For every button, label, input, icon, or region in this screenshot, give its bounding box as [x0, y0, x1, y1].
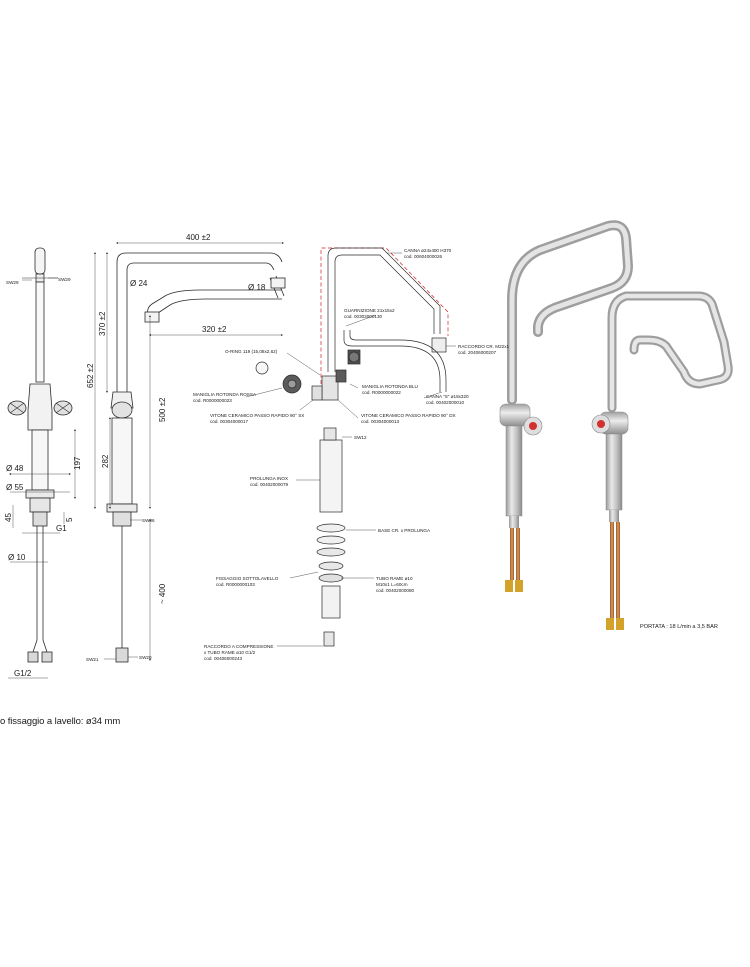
part-guarnizione-name: GUARNIZIONE 21x15x2	[344, 308, 395, 313]
part-vitone-dx-name: VITONE CERAMICO PASSO RAPIDO 90° DX	[361, 413, 456, 418]
right-handle-front	[53, 400, 73, 416]
part-tubo-line2: M10x1 L=60cm	[376, 582, 408, 587]
dim-dia-55: Ø 55	[6, 483, 24, 492]
dim-thread-g1: G1	[56, 524, 67, 533]
part-maniglia-rossa-code: cod. R0000000023	[193, 398, 232, 403]
part-canna-s-code: cod. 00402000010	[426, 400, 465, 405]
dim-height-370: 370 ±2	[98, 311, 107, 336]
flow-rate-note: PORTATA : 18 L/min a 3,5 BAR	[640, 624, 718, 630]
part-maniglia-blu-name: MANIGLIA ROTONDA BLU	[362, 384, 418, 389]
dim-dia-24: Ø 24	[130, 279, 148, 288]
exploded-handle-red	[282, 374, 302, 394]
part-canna-s-name: CANNA "S" ø18x320	[426, 394, 469, 399]
sw29-right-label: SW29	[58, 277, 71, 282]
dim-height-5: 5	[65, 517, 74, 522]
dim-dia-48: Ø 48	[6, 464, 24, 473]
part-raccordo-cr-code: cod. 20406000207	[458, 350, 497, 355]
part-prolunga-name: PROLUNGA INOX	[250, 476, 288, 481]
part-vitone-sx-name: VITONE CERAMICO PASSO RAPIDO 90° SX	[210, 413, 304, 418]
front-view	[7, 247, 76, 679]
part-fissaggio-name: FISSAGGIO SOTTOLAVELLO	[216, 576, 279, 581]
part-maniglia-rossa-name: MANIGLIA ROTONDA ROSSA	[193, 392, 257, 397]
part-raccordo-comp-code: cod. 00406000243	[204, 656, 243, 661]
render-faucet-small	[591, 291, 733, 630]
part-vitone-dx-code: cod. 00304000013	[361, 419, 400, 424]
part-base-name: BASE CR. x PROLUNGA	[378, 528, 431, 533]
part-oring-name: O-RING 119 (15,08x2,62)	[225, 349, 278, 354]
left-handle-front	[7, 400, 27, 416]
dim-width-400: 400 ±2	[186, 233, 211, 242]
part-raccordo-comp-name: RACCORDO A COMPRESSIONE	[204, 644, 273, 649]
part-canna-code: cod. 00604000026	[404, 254, 443, 259]
exploded-handle-blue	[347, 349, 361, 365]
sw29-left-label: SW29	[6, 280, 19, 285]
part-raccordo-cr-name: RACCORDO CR. M22x1	[458, 344, 509, 349]
sw36-label: SW36	[142, 518, 155, 523]
part-fissaggio-code: cod. R0000000103	[216, 582, 255, 587]
part-prolunga-code: cod. 00402000079	[250, 482, 289, 487]
mounting-hole-note: o fissaggio a lavello: ø34 mm	[0, 716, 121, 727]
part-raccordo-comp-line2: x TUBO RAME ø10 G1/2	[204, 650, 256, 655]
dim-height-45: 45	[4, 513, 13, 522]
part-canna-name: CANNA ø24x400 H370	[404, 248, 452, 253]
dim-height-652: 652 ±2	[86, 363, 95, 388]
dim-height-500: 500 ±2	[158, 397, 167, 422]
part-guarnizione-code: cod. 00303000130	[344, 314, 383, 319]
part-maniglia-blu-code: cod. R0000000022	[362, 390, 401, 395]
dim-width-320: 320 ±2	[202, 325, 227, 334]
sw20-label: SW20	[139, 655, 152, 660]
dim-thread-g12: G1/2	[14, 669, 32, 678]
part-tubo-name: TUBO RAME ø10	[376, 576, 413, 581]
exploded-view	[245, 247, 456, 647]
sw12-label: SW12	[354, 435, 367, 440]
dim-dia-10: Ø 10	[8, 553, 26, 562]
render-faucet-large	[499, 220, 634, 592]
dim-height-197: 197	[73, 456, 82, 470]
part-vitone-sx-code: cod. 00304000017	[210, 419, 249, 424]
part-tubo-code: cod. 00402000080	[376, 588, 415, 593]
side-view	[94, 242, 286, 663]
dim-height-282: 282	[101, 454, 110, 468]
dim-length-400: ~ 400	[158, 583, 167, 604]
dim-dia-18: Ø 18	[248, 283, 266, 292]
sw21-label: SW21	[86, 657, 99, 662]
